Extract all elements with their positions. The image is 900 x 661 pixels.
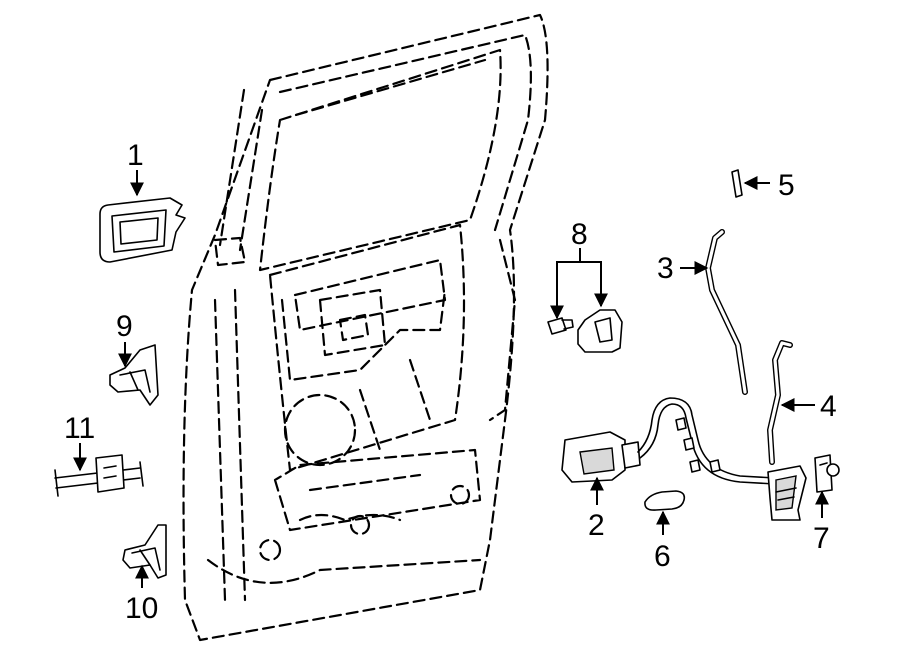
leader-arrows xyxy=(73,170,829,588)
part-11-door-check xyxy=(54,454,144,497)
part-8-striker xyxy=(577,309,623,353)
callout-3: 3 xyxy=(657,252,674,285)
callout-4: 4 xyxy=(820,390,837,423)
latch-assembly xyxy=(767,465,807,521)
part-2-exterior-handle xyxy=(561,397,776,485)
part-8-bolt xyxy=(547,317,574,335)
callout-11: 11 xyxy=(64,412,95,445)
callout-9: 9 xyxy=(116,310,133,343)
callout-labels: 1 2 3 4 5 6 7 8 9 10 11 xyxy=(64,139,837,625)
callout-8: 8 xyxy=(571,218,588,251)
callout-10: 10 xyxy=(125,592,158,625)
part-4-release-rod xyxy=(767,340,793,465)
part-1-interior-handle-bezel xyxy=(99,197,186,263)
callout-1: 1 xyxy=(127,139,144,172)
leader-8 xyxy=(556,248,601,318)
part-6-seal xyxy=(644,490,686,511)
callout-2: 2 xyxy=(588,509,605,542)
callout-6: 6 xyxy=(654,540,671,573)
part-7-lock-cylinder xyxy=(814,454,840,493)
callout-7: 7 xyxy=(813,522,830,555)
part-3-lock-rod xyxy=(705,229,748,395)
part-5-clip xyxy=(731,169,743,198)
callout-5: 5 xyxy=(778,169,795,202)
part-9-upper-hinge xyxy=(109,344,159,406)
door-outline xyxy=(182,13,549,642)
part-10-lower-hinge xyxy=(122,524,167,579)
